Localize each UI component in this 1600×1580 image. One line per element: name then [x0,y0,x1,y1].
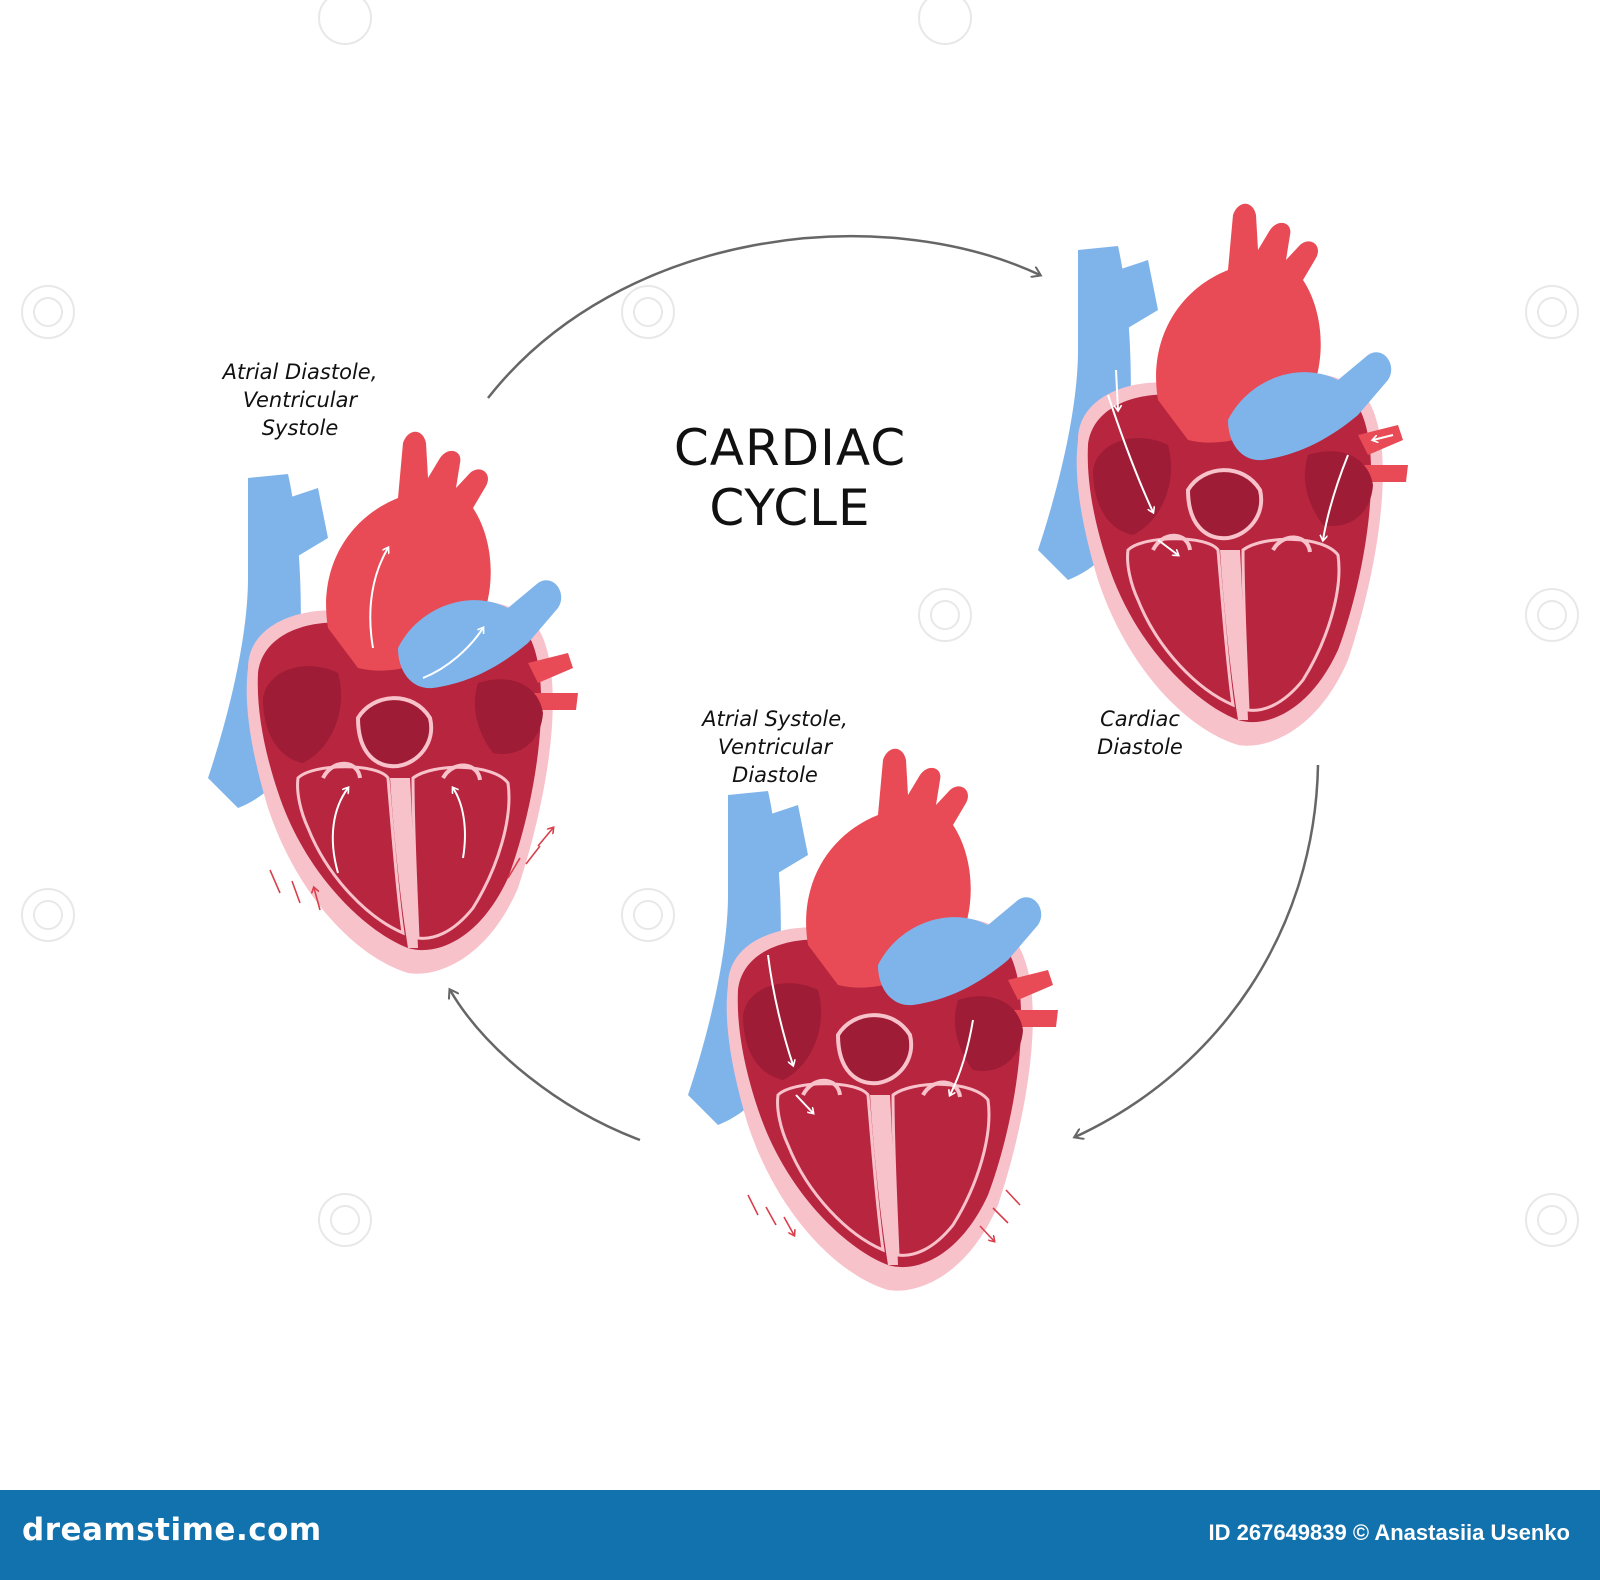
stage-label-line: Atrial Diastole, [222,360,378,384]
heart-illustration-2 [1036,201,1410,748]
stage-label-atrial-systole: Atrial Systole, Ventricular Diastole [660,705,890,789]
cycle-arrow-right [1075,764,1320,1137]
stage-label-line: Ventricular [242,388,358,412]
cycle-arrow-top [487,234,1040,399]
diagram-title: CARDIAC CYCLE [560,418,1020,538]
stage-label-atrial-diastole: Atrial Diastole, Ventricular Systole [190,358,410,442]
stage-label-line: Diastole [1097,735,1183,759]
stage-label-line: Systole [261,416,339,440]
title-line-2: CYCLE [709,479,871,537]
title-line-1: CARDIAC [673,419,907,477]
footer-bar: dreamstime.com ID 267649839 © Anastasiia… [0,1490,1600,1580]
stage-label-line: Cardiac [1100,707,1180,731]
heart-illustration-1 [206,429,580,976]
watermark-swirls [21,0,1579,1247]
cycle-arrow-left [450,990,641,1142]
brand-logo[interactable]: dreamstime.com [22,1512,322,1548]
heart-illustration-3 [686,746,1060,1293]
image-credit: ID 267649839 © Anastasiia Usenko [1208,1520,1571,1545]
cardiac-cycle-diagram [21,0,1579,1293]
stage-label-cardiac-diastole: Cardiac Diastole [1060,705,1220,761]
stage-label-line: Diastole [732,763,818,787]
stage-label-line: Atrial Systole, [702,707,848,731]
stage-label-line: Ventricular [717,735,833,759]
